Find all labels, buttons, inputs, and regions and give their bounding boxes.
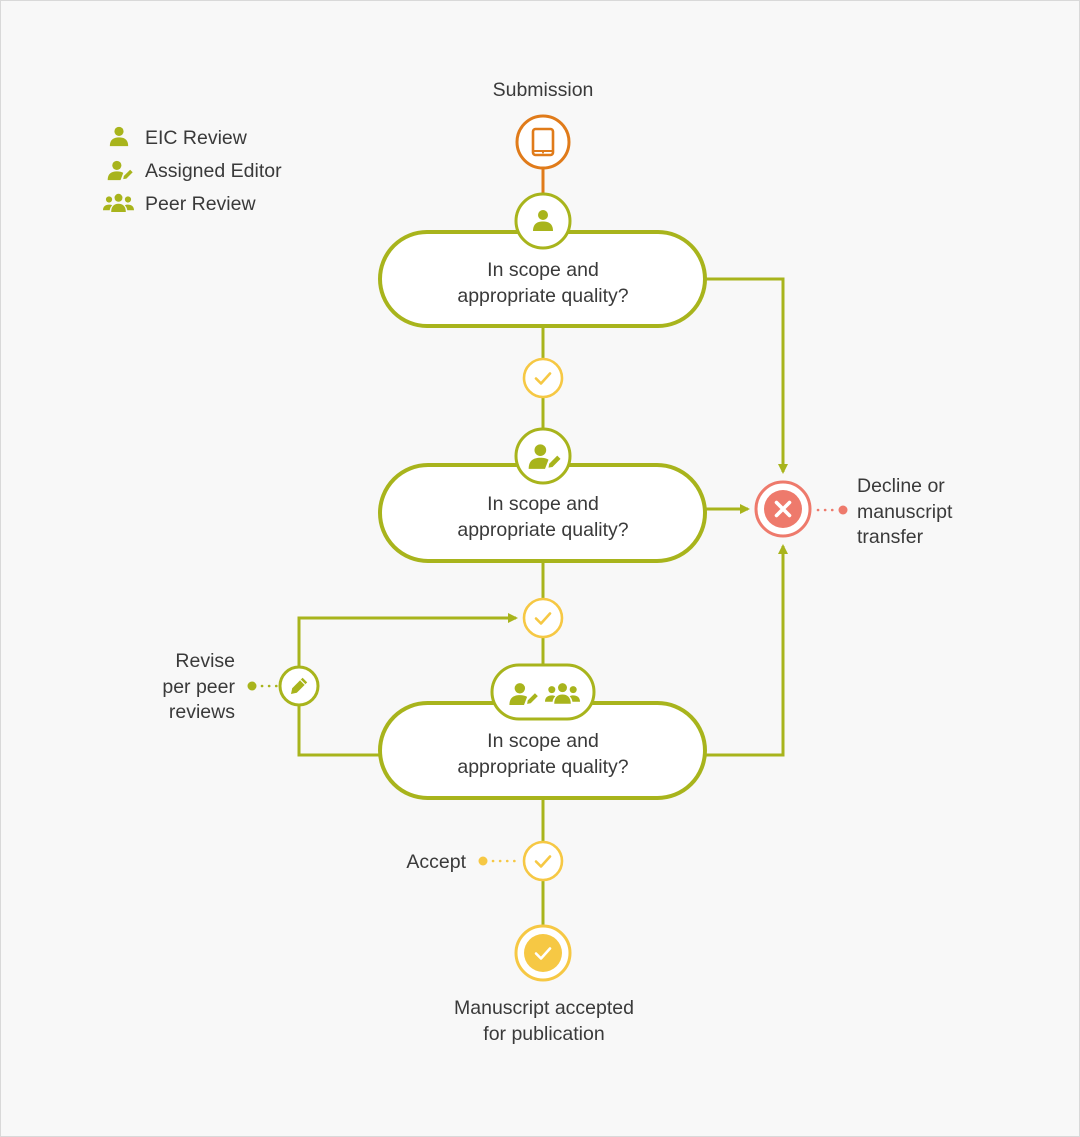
revise-dot [247,681,257,691]
decline-label-line3: transfer [857,526,924,548]
legend-label: EIC Review [145,127,248,149]
accept-node: Accept [406,840,564,882]
legend-item-eic-review: EIC Review [110,127,248,149]
submission-circle [515,114,571,170]
accept-label: Accept [406,851,466,873]
decision-text-line1: In scope and [487,493,599,515]
accepted-fill [524,934,562,972]
legend-item-assigned-editor: Assigned Editor [108,160,282,182]
decline-label-line2: manuscript [857,501,953,523]
decision-text-line1: In scope and [487,259,599,281]
approval-check-1 [522,357,564,399]
dotted-leaders [247,505,848,866]
connector-revise-loop [297,706,380,757]
person-icon [110,127,128,146]
decline-label-line1: Decline or [857,475,945,497]
legend-label: Assigned Editor [145,160,282,182]
tablet-icon [531,127,555,157]
connector-to-decline [705,277,788,474]
decision-text-line2: appropriate quality? [457,285,628,307]
accepted-node: Manuscript accepted for publication [454,924,634,1045]
revise-label-line1: Revise [175,650,235,672]
accept-dot [478,856,488,866]
accepted-label-line2: for publication [483,1023,604,1045]
legend: EIC Review Assigned Editor Peer Review [103,127,282,215]
people-icon [103,194,134,212]
revise-label-line2: per peer [162,676,235,698]
submission-label: Submission [493,79,594,101]
decision-text-line2: appropriate quality? [457,519,628,541]
decision-step-1: In scope and appropriate quality? [378,192,707,328]
legend-label: Peer Review [145,193,256,215]
decline-dot [838,505,848,515]
legend-item-peer-review: Peer Review [103,193,256,215]
accepted-label-line1: Manuscript accepted [454,997,634,1019]
accept-circle [522,840,564,882]
reviewer-badge [490,663,596,721]
decision-text-line2: appropriate quality? [457,756,628,778]
submission-node: Submission [493,79,594,170]
person-edit-icon [108,161,133,180]
connector-to-decline [705,544,788,757]
reviewer-badge [514,427,572,485]
decline-node: Decline or manuscript transfer [754,475,953,548]
decision-step-3: In scope and appropriate quality? [378,663,707,800]
connector-revise-loop [297,613,518,666]
decision-text-line1: In scope and [487,730,599,752]
revise-node: Revise per peer reviews [162,650,320,723]
revise-label-line3: reviews [169,701,235,723]
decision-step-2: In scope and appropriate quality? [378,427,707,563]
reviewer-badge [514,192,572,250]
pencil-icon [291,677,308,694]
approval-check-2 [522,597,564,639]
connectors [297,168,788,926]
